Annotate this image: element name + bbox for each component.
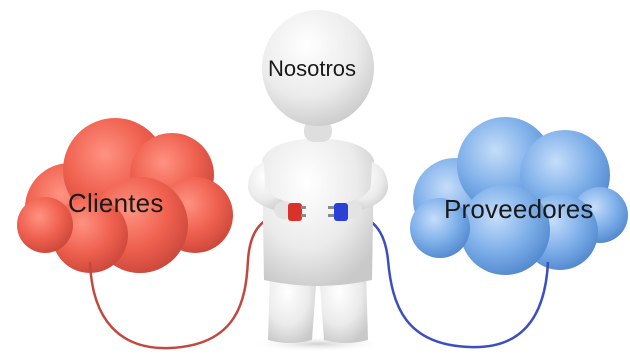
clientes-label: Clientes — [68, 188, 164, 218]
blue-cable — [345, 211, 550, 349]
clientes-cloud — [17, 118, 233, 273]
red-plug-icon — [288, 203, 306, 221]
person-figure — [248, 10, 388, 343]
nosotros-label: Nosotros — [268, 56, 357, 81]
blue-plug-icon — [328, 203, 348, 221]
proveedores-cloud — [410, 117, 628, 275]
proveedores-label: Proveedores — [444, 194, 594, 224]
red-cable — [88, 211, 291, 350]
